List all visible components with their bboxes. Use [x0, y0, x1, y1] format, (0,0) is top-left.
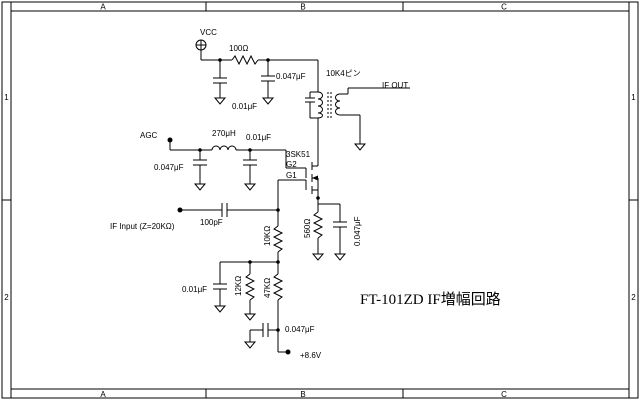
- resistor-47k: [272, 273, 284, 301]
- label-if-out: IF OUT: [382, 81, 408, 90]
- col-a-bottom: A: [100, 390, 106, 399]
- label-g1: G1: [286, 171, 297, 180]
- row-2-right: 2: [631, 293, 636, 302]
- inductor-270: [211, 145, 237, 151]
- label-c-0047-top: 0.047μF: [276, 72, 306, 81]
- label-r-12k: 12KΩ: [234, 276, 243, 296]
- col-a-top: A: [100, 3, 106, 12]
- label-agc: AGC: [140, 131, 158, 140]
- label-c-100p: 100pF: [200, 218, 223, 227]
- col-b-top: B: [300, 3, 305, 12]
- if-transformer: 10K4ピン IF OUT: [305, 69, 410, 151]
- resistor-10k: [272, 225, 284, 253]
- agc-section: AGC 270μH 0.01μF 0.047μF: [140, 129, 306, 191]
- diagram-title: FT-101ZD IF増幅回路: [360, 291, 501, 308]
- if-input-section: IF Input (Z=20KΩ) 100pF 10KΩ: [110, 180, 284, 264]
- vcc-supply: 100Ω VCC 0.01μF 0.047μF: [195, 28, 319, 111]
- label-supply: +8.6V: [300, 351, 322, 360]
- label-r-560: 560Ω: [303, 219, 312, 238]
- row-1-left: 1: [4, 93, 9, 102]
- label-g2: G2: [286, 160, 297, 169]
- label-r-47k: 47KΩ: [263, 278, 272, 298]
- label-coil: 10K4ピン: [326, 69, 361, 78]
- label-vcc: VCC: [200, 28, 217, 37]
- bias-divider: 0.01μF 12KΩ 47KΩ 0.047μF +8.6V: [182, 260, 322, 360]
- label-c-0047-src: 0.047μF: [353, 216, 362, 246]
- label-c-0047-bot: 0.047μF: [285, 325, 315, 334]
- label-r-10k: 10KΩ: [263, 226, 272, 246]
- label-fet: 3SK51: [286, 150, 311, 159]
- label-if-input: IF Input (Z=20KΩ): [110, 222, 175, 231]
- resistor-12k: [244, 273, 256, 301]
- resistor-560: [312, 211, 324, 239]
- source-network: 560Ω 0.047μF: [303, 196, 362, 261]
- row-2-left: 2: [4, 293, 9, 302]
- supply-terminal: [285, 349, 291, 355]
- resistor-100: [231, 54, 259, 66]
- col-c-bottom: C: [501, 390, 507, 399]
- col-b-bottom: B: [300, 390, 305, 399]
- label-r-100: 100Ω: [229, 44, 248, 53]
- row-1-right: 1: [631, 93, 636, 102]
- label-c-001-agc: 0.01μF: [246, 133, 271, 142]
- label-l-270: 270μH: [212, 129, 236, 138]
- label-c-001-top: 0.01μF: [232, 102, 257, 111]
- mosfet-3sk51: 3SK51 G2 G1: [278, 146, 319, 198]
- col-c-top: C: [501, 3, 507, 12]
- label-c-001-bias: 0.01μF: [182, 285, 207, 294]
- label-c-0047-agc: 0.047μF: [154, 163, 184, 172]
